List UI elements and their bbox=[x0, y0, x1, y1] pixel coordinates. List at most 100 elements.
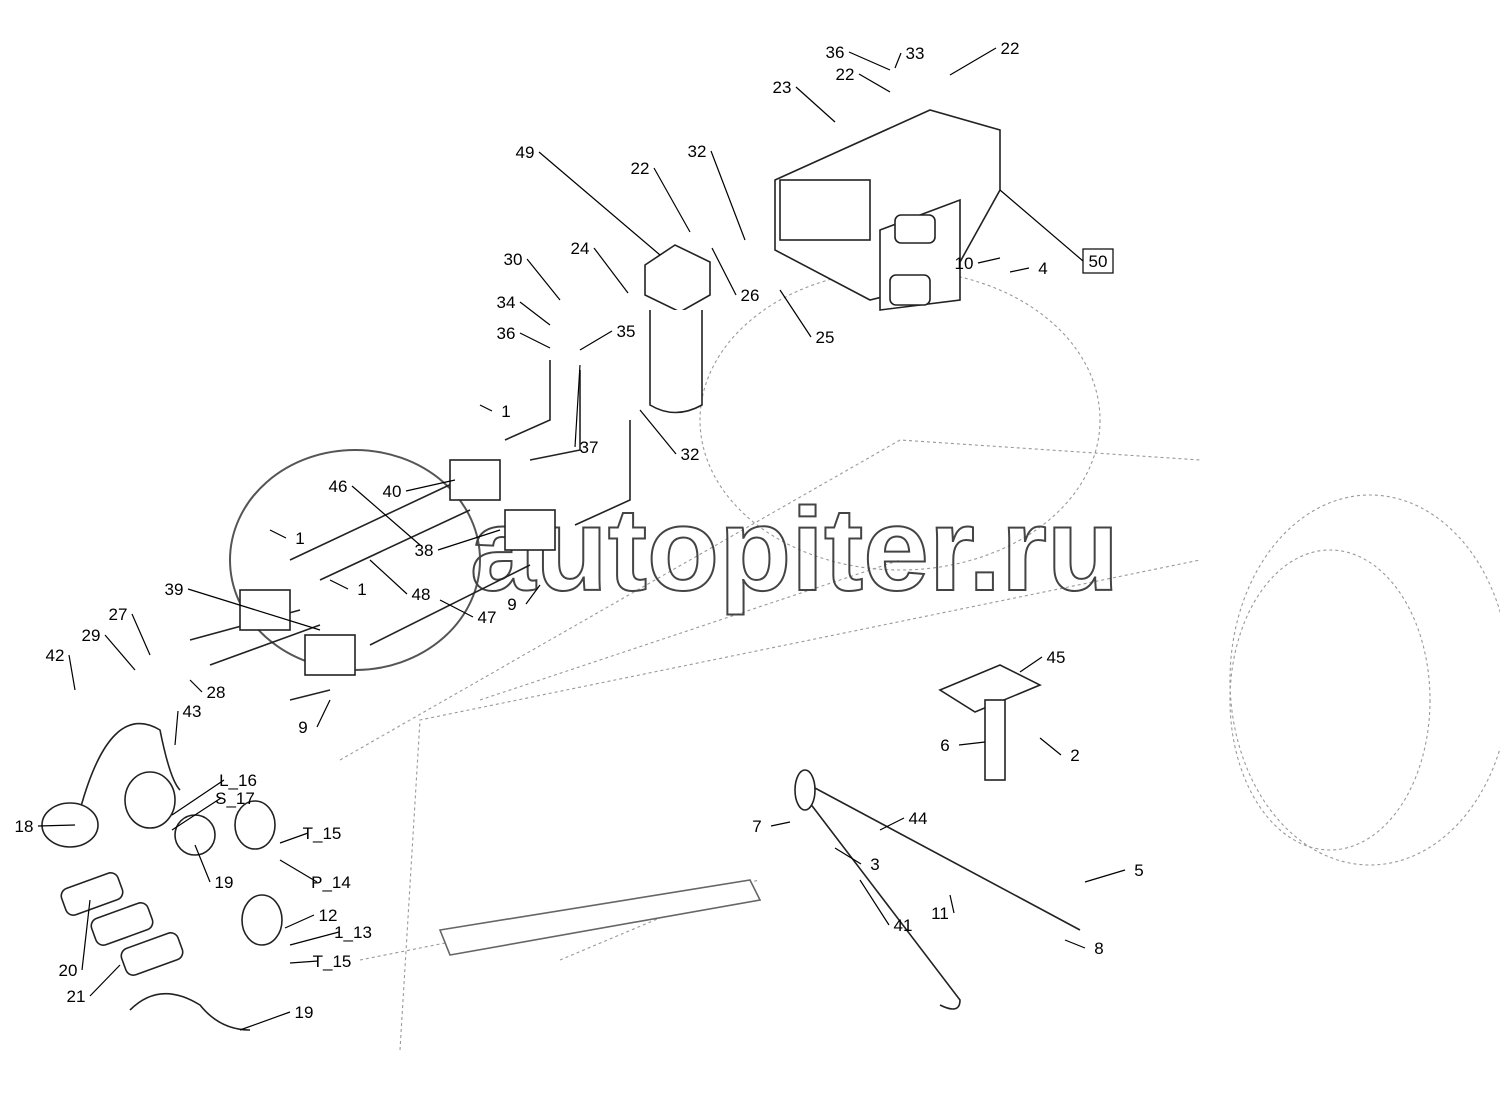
callout-leader-line bbox=[519, 332, 551, 349]
callout-leader-line bbox=[593, 247, 629, 294]
svg-text:autopiter.ru: autopiter.ru bbox=[470, 484, 1119, 616]
callout-leader-line bbox=[37, 824, 76, 827]
callout-leader-line bbox=[1039, 737, 1062, 756]
callout-label: 24 bbox=[571, 239, 590, 258]
callout-label: 46 bbox=[329, 477, 348, 496]
callout-label: 41 bbox=[894, 916, 913, 935]
callout-label: 10 bbox=[955, 254, 974, 273]
callout-leader-line bbox=[770, 821, 791, 827]
callout-leaders bbox=[37, 47, 1126, 1031]
callout-leader-line bbox=[189, 679, 203, 693]
callout-leader-line bbox=[879, 817, 905, 831]
callout-label: T_15 bbox=[313, 952, 352, 971]
callout-label: 32 bbox=[688, 142, 707, 161]
callout-leader-line bbox=[958, 741, 986, 746]
callout-label: 22 bbox=[1001, 39, 1020, 58]
callout-label: 36 bbox=[826, 43, 845, 62]
control-valve-block bbox=[774, 109, 1001, 311]
callout-label: 39 bbox=[165, 580, 184, 599]
callout-leader-line bbox=[316, 699, 331, 728]
boxed-callout-label: 50 bbox=[1089, 252, 1108, 271]
callout-label: 33 bbox=[906, 44, 925, 63]
callout-leader-line bbox=[289, 931, 340, 946]
callout-label: 5 bbox=[1134, 861, 1143, 880]
callout-label: 22 bbox=[631, 159, 650, 178]
callout-label: 38 bbox=[415, 541, 434, 560]
callout-leader-line bbox=[351, 485, 421, 546]
callout-label: 34 bbox=[497, 293, 516, 312]
callout-label: 23 bbox=[773, 78, 792, 97]
callout-label: S_17 bbox=[215, 789, 255, 808]
callout-label: 43 bbox=[183, 702, 202, 721]
callout-leader-line bbox=[711, 247, 737, 296]
callout-leader-line bbox=[68, 654, 76, 691]
callout-leader-line bbox=[1019, 656, 1043, 673]
callout-leader-line bbox=[89, 964, 121, 997]
callout-leader-line bbox=[439, 599, 474, 618]
callout-label: 40 bbox=[383, 482, 402, 501]
callout-leader-line bbox=[284, 914, 315, 929]
callout-leader-line bbox=[999, 189, 1084, 262]
callout-leader-line bbox=[639, 409, 677, 455]
callout-leader-line bbox=[1009, 267, 1030, 273]
hoses bbox=[189, 360, 631, 701]
callout-label: 37 bbox=[580, 438, 599, 457]
callout-label: 12 bbox=[319, 906, 338, 925]
callout-leader-line bbox=[81, 899, 91, 971]
callout-leader-line bbox=[977, 257, 1001, 264]
parking-stand bbox=[794, 664, 1081, 1010]
callout-leader-line bbox=[479, 404, 493, 412]
callout-label: 35 bbox=[617, 322, 636, 341]
callout-label: 27 bbox=[109, 605, 128, 624]
callout-label: 36 bbox=[497, 324, 516, 343]
callout-leader-line bbox=[949, 47, 997, 76]
callout-label: 1 bbox=[357, 580, 366, 599]
callout-label: 9 bbox=[298, 718, 307, 737]
callout-label: 6 bbox=[940, 736, 949, 755]
callout-leader-line bbox=[437, 529, 501, 551]
watermark: autopiter.ru bbox=[229, 449, 1120, 671]
callout-leader-line bbox=[859, 879, 890, 926]
callout-leader-line bbox=[949, 894, 955, 914]
callout-leader-line bbox=[131, 613, 151, 656]
callout-label: T_15 bbox=[303, 824, 342, 843]
callout-label: 47 bbox=[478, 608, 497, 627]
couplers-and-caps bbox=[41, 722, 283, 1031]
callout-label: L_16 bbox=[219, 771, 257, 790]
tractor-frame-background bbox=[339, 269, 1500, 1051]
boxed-callout-frame bbox=[1082, 248, 1114, 274]
callout-label: 18 bbox=[15, 817, 34, 836]
callout-leader-line bbox=[329, 579, 349, 590]
callout-leader-line bbox=[653, 167, 691, 233]
callout-leader-line bbox=[194, 844, 211, 883]
callout-label: 49 bbox=[516, 143, 535, 162]
callout-label: 19 bbox=[295, 1003, 314, 1022]
pipe-clamps bbox=[239, 459, 556, 676]
callout-leader-line bbox=[239, 1011, 291, 1031]
callout-label: 32 bbox=[681, 445, 700, 464]
callout-leader-line bbox=[795, 86, 836, 123]
callout-leader-line bbox=[104, 634, 136, 671]
callout-leader-line bbox=[848, 51, 891, 71]
callout-leader-line bbox=[171, 797, 222, 831]
callout-label: 8 bbox=[1094, 939, 1103, 958]
callout-leader-line bbox=[289, 960, 319, 964]
callout-label: 20 bbox=[59, 961, 78, 980]
callout-label: 2 bbox=[1070, 746, 1079, 765]
callout-label: 29 bbox=[82, 626, 101, 645]
callout-leader-line bbox=[269, 529, 287, 539]
callout-label: 22 bbox=[836, 65, 855, 84]
callout-leader-line bbox=[579, 330, 613, 351]
callout-label: 19 bbox=[215, 873, 234, 892]
callout-leader-line bbox=[779, 289, 812, 338]
callout-label: 30 bbox=[504, 250, 523, 269]
callout-label: 44 bbox=[909, 809, 928, 828]
callout-leader-line bbox=[171, 779, 225, 816]
callout-leader-line bbox=[519, 301, 551, 326]
callout-leader-line bbox=[710, 150, 746, 241]
callout-leader-line bbox=[174, 710, 179, 746]
callout-leader-line bbox=[1064, 939, 1086, 949]
callout-leader-line bbox=[538, 151, 661, 256]
